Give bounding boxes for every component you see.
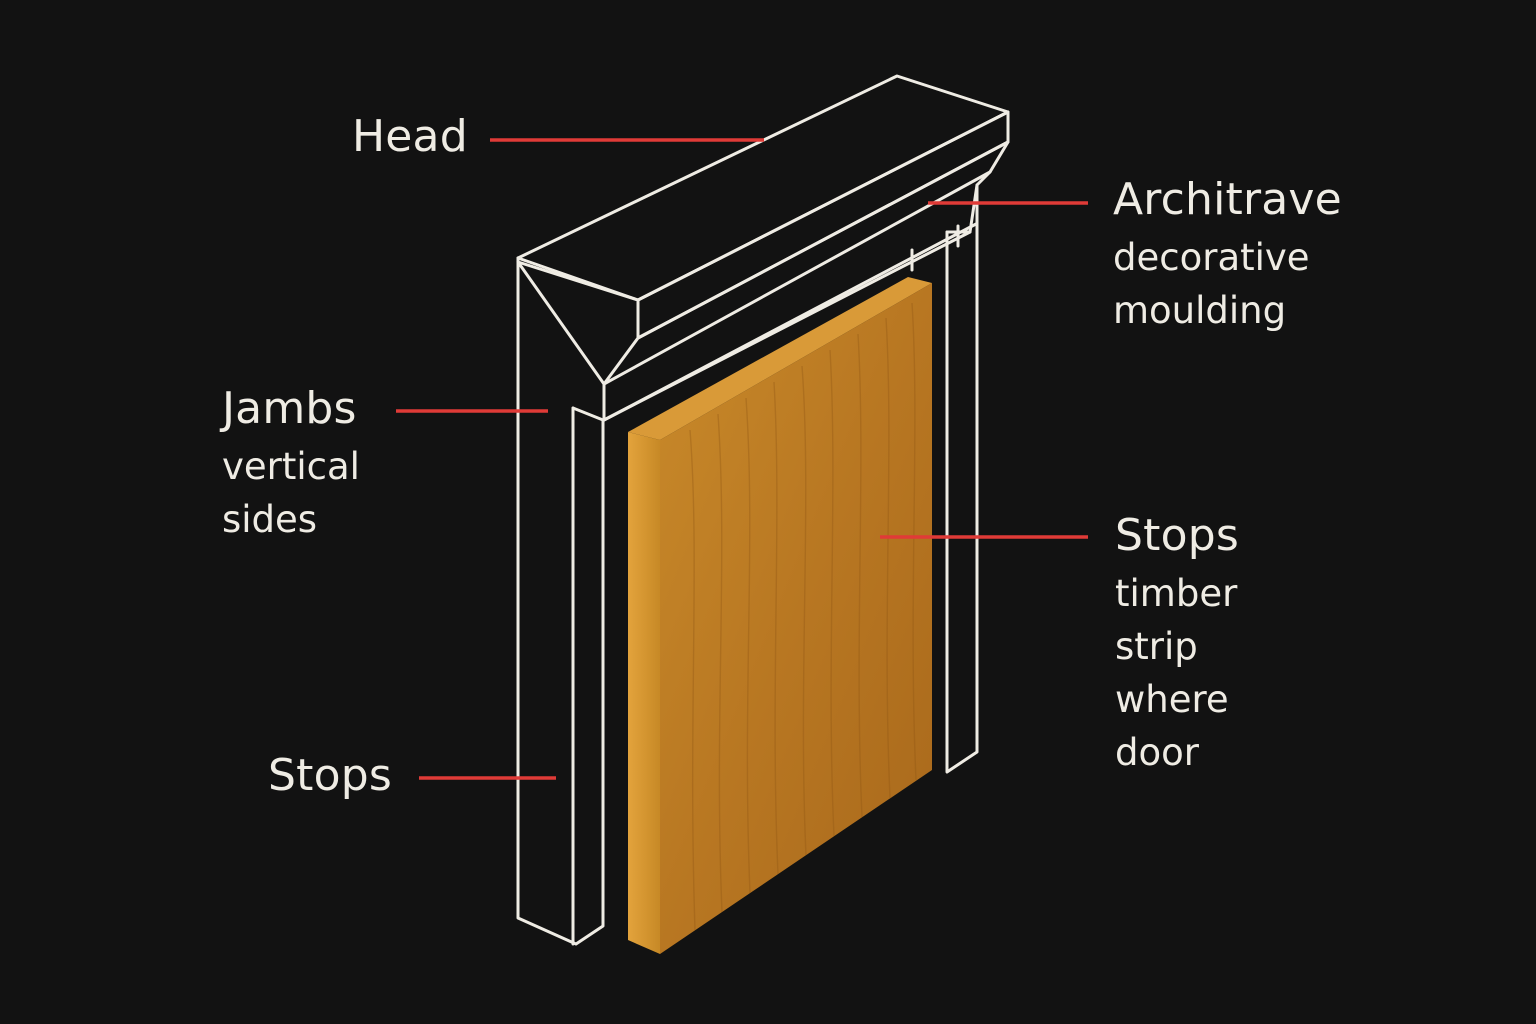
right-jamb	[945, 183, 979, 774]
architrave-callout: Architrave decorative moulding	[1113, 174, 1342, 337]
head-beam	[516, 74, 1010, 340]
stops-right-label: Stops	[1115, 510, 1239, 561]
stops-right-description-line-4: door	[1115, 731, 1199, 774]
stops-right-callout: Stops timber strip where door	[1115, 510, 1239, 779]
stops-right-description-line-3: where	[1115, 678, 1229, 721]
architrave-label: Architrave	[1113, 174, 1342, 225]
head-label: Head	[352, 111, 468, 162]
jambs-description-line-2: sides	[222, 498, 318, 541]
door-leaf	[628, 277, 932, 954]
jambs-callout: Jambs vertical sides	[222, 383, 360, 546]
jambs-label: Jambs	[222, 383, 357, 434]
stops-right-description-line-2: strip	[1115, 625, 1198, 668]
architrave-description-line-1: decorative	[1113, 236, 1310, 279]
stops-left-label: Stops	[268, 750, 392, 801]
leader-lines	[396, 138, 1088, 780]
architrave-description-line-2: moulding	[1113, 289, 1287, 332]
stops-right-description-line-1: timber	[1115, 572, 1238, 615]
jambs-description-line-1: vertical	[222, 445, 360, 488]
left-jamb	[516, 256, 606, 946]
